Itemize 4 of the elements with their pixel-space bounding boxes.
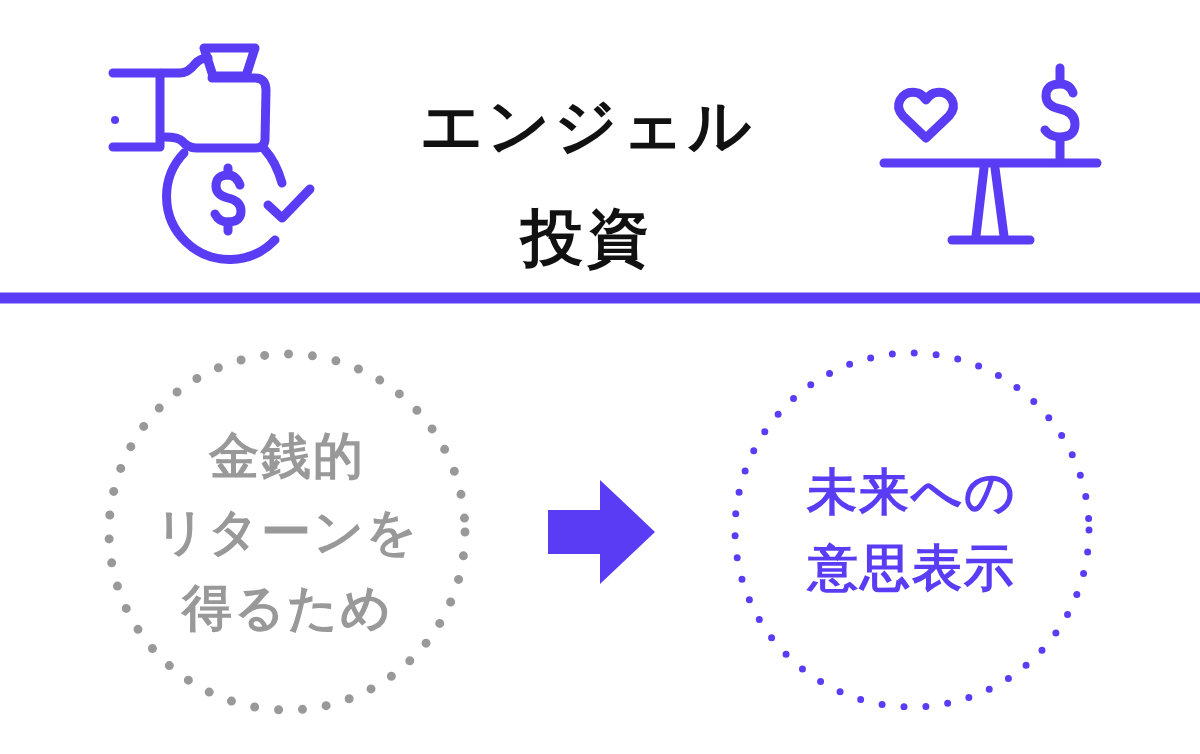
block-arrow [548,479,655,584]
circle-text: 金銭的リターンを得るため [155,426,419,639]
title: エンジェル投資 [418,88,756,276]
circle-text: 未来への意思表示 [807,462,1017,599]
